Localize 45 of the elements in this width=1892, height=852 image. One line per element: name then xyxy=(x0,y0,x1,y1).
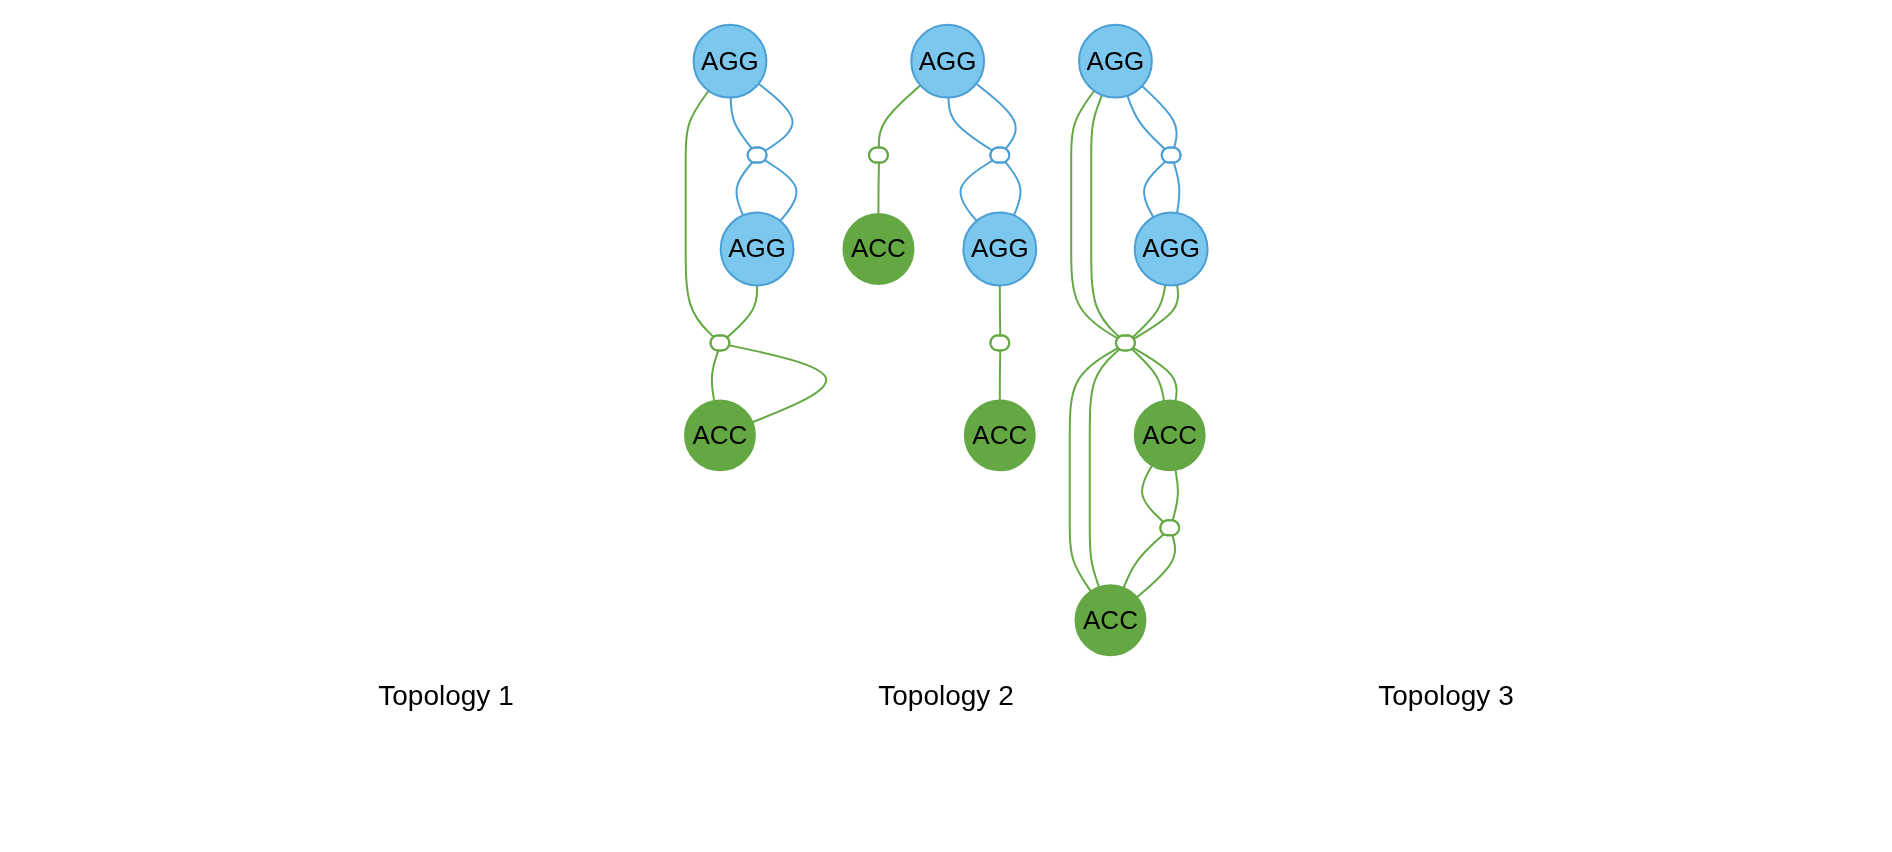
connector xyxy=(1126,94,1166,151)
node-circle: AGG xyxy=(692,23,768,99)
connector xyxy=(1089,94,1121,339)
connector xyxy=(947,96,994,152)
connector xyxy=(729,96,754,150)
connector xyxy=(974,82,1017,150)
connector xyxy=(710,349,719,402)
connector xyxy=(1068,346,1119,593)
node-circle: AGG xyxy=(962,211,1037,287)
topology-caption: Topology 2 xyxy=(878,680,1014,712)
node-circle: AGG xyxy=(1133,211,1209,287)
node-circle: ACC xyxy=(1074,584,1147,657)
connector xyxy=(877,162,880,216)
connector xyxy=(959,159,994,222)
connector xyxy=(1088,348,1121,589)
node-circle: ACC xyxy=(842,213,915,285)
connector xyxy=(684,89,715,339)
topology-caption: Topology 3 xyxy=(1378,680,1514,712)
connector xyxy=(763,159,798,222)
connector xyxy=(998,349,1001,402)
connector xyxy=(1122,533,1165,589)
connector xyxy=(1069,89,1119,340)
connector xyxy=(735,161,754,217)
node-circle: AGG xyxy=(719,211,795,287)
node-circle: ACC xyxy=(1133,399,1206,472)
connector xyxy=(757,82,794,152)
connector xyxy=(1142,160,1166,219)
node-circle: AGG xyxy=(1077,23,1153,99)
connector xyxy=(1132,283,1179,340)
connector xyxy=(1172,162,1181,215)
connector xyxy=(998,284,1001,337)
connector xyxy=(1171,468,1179,522)
connector xyxy=(877,84,922,150)
node-circle: ACC xyxy=(963,399,1036,472)
connector xyxy=(1140,85,1178,150)
connector xyxy=(1004,161,1022,217)
node-circle: ACC xyxy=(683,399,756,472)
node-circle: AGG xyxy=(910,23,985,99)
connector xyxy=(1131,348,1165,402)
connector xyxy=(1132,347,1178,402)
topology-caption: Topology 1 xyxy=(378,680,514,712)
connector xyxy=(725,284,758,339)
connector xyxy=(728,344,827,424)
connector xyxy=(1135,534,1176,599)
connector xyxy=(1140,464,1165,524)
